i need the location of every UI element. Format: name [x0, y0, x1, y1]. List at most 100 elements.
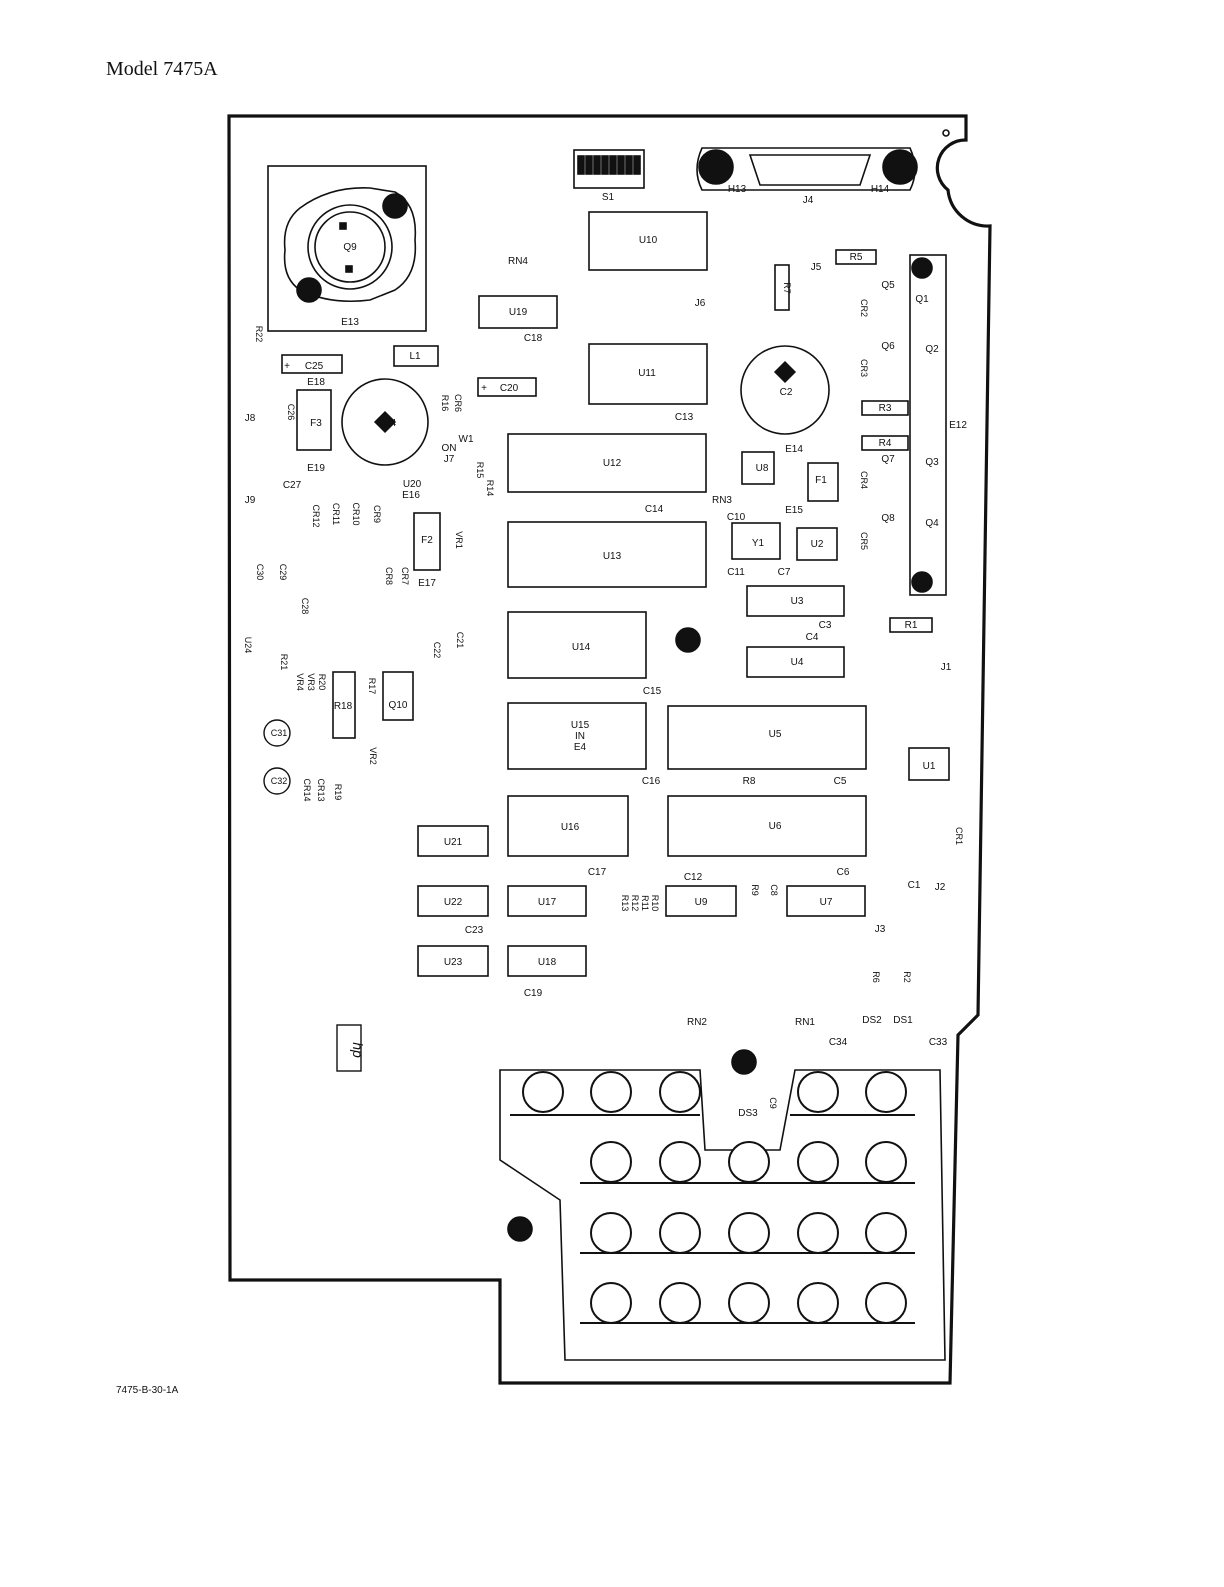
label-C10: C10	[727, 512, 746, 523]
label-R2: R2	[902, 971, 912, 983]
label-CR7: CR7	[400, 567, 410, 585]
label-H13: H13	[728, 184, 747, 195]
label-R9: R9	[750, 884, 760, 896]
label-U15: U15	[571, 720, 590, 731]
label-U4: U4	[791, 657, 804, 668]
label-C33: C33	[929, 1037, 948, 1048]
hp-logo: hp	[336, 1024, 366, 1072]
label-U20: U20	[403, 479, 422, 490]
label-J9: J9	[245, 495, 256, 506]
label-CR2: CR2	[859, 299, 869, 317]
label-H14: H14	[871, 184, 890, 195]
label-E16: E16	[402, 490, 420, 501]
label-J3: J3	[875, 924, 886, 935]
label-DS1: DS1	[893, 1015, 913, 1026]
label-RN2: RN2	[687, 1017, 707, 1028]
label-R7: R7	[782, 282, 792, 294]
label-E13: E13	[341, 317, 359, 328]
label-C16: C16	[642, 776, 661, 787]
label-U22: U22	[444, 897, 463, 908]
label-CR10: CR10	[351, 502, 361, 525]
label-U5: U5	[769, 729, 782, 740]
label-R12: R12	[630, 895, 640, 912]
label-C1: C1	[908, 880, 921, 891]
label-J5: J5	[811, 262, 822, 273]
label-E18: E18	[307, 377, 325, 388]
label-C27: C27	[283, 480, 302, 491]
label-C30: C30	[255, 564, 265, 581]
label-CR3: CR3	[859, 359, 869, 377]
label-C24: C24	[378, 418, 397, 429]
label-CR11: CR11	[331, 503, 341, 525]
label-C23: C23	[465, 925, 484, 936]
label-C13: C13	[675, 412, 694, 423]
label-Q6: Q6	[881, 341, 895, 352]
label-CR14: CR14	[302, 778, 312, 801]
label-F1: F1	[815, 475, 827, 486]
label-R1: R1	[905, 620, 918, 631]
label-E19: E19	[307, 463, 325, 474]
label-Q8: Q8	[881, 513, 895, 524]
label-W1: W1	[459, 434, 474, 445]
label-J1: J1	[941, 662, 952, 673]
label-C12: C12	[684, 872, 703, 883]
label-E14: E14	[785, 444, 803, 455]
label-C25: C25	[305, 361, 324, 372]
label-Q4: Q4	[925, 518, 939, 529]
label-U12: U12	[603, 458, 622, 469]
label-C22: C22	[432, 642, 442, 659]
label-CR9: CR9	[372, 505, 382, 523]
label-U15-in: IN	[575, 731, 585, 742]
label-DS3: DS3	[738, 1108, 758, 1119]
label-R22: R22	[254, 326, 264, 343]
label-Q7: Q7	[881, 454, 895, 465]
label-R17: R17	[367, 678, 377, 695]
label-R19: R19	[333, 784, 343, 801]
label-CR13: CR13	[316, 778, 326, 801]
label-C20: C20	[500, 383, 519, 394]
mounting-hole	[942, 129, 950, 137]
label-U15-e4: E4	[574, 742, 587, 753]
label-C34: C34	[829, 1037, 848, 1048]
svg-text:hp: hp	[350, 1042, 366, 1058]
label-U8: U8	[756, 463, 769, 474]
label-C18: C18	[524, 333, 543, 344]
label-C29: C29	[278, 564, 288, 581]
page-title: Model 7475A	[106, 58, 218, 80]
label-S1: S1	[602, 192, 615, 203]
label-R4: R4	[879, 438, 892, 449]
label-U17: U17	[538, 897, 557, 908]
label-U3: U3	[791, 596, 804, 607]
label-ON: ON	[442, 443, 457, 454]
label-CR12: CR12	[311, 504, 321, 527]
label-U24: U24	[243, 637, 253, 654]
label-J8: J8	[245, 413, 256, 424]
label-R15: R15	[475, 462, 485, 479]
label-U16: U16	[561, 822, 580, 833]
label-U11: U11	[638, 368, 656, 379]
label-CR8: CR8	[384, 567, 394, 585]
label-C19: C19	[524, 988, 543, 999]
label-Y1: Y1	[752, 538, 765, 549]
label-C2: C2	[780, 387, 793, 398]
label-R13: R13	[620, 895, 630, 912]
label-C32: C32	[271, 776, 288, 786]
label-C4: C4	[806, 632, 819, 643]
label-C7: C7	[778, 567, 791, 578]
label-C28: C28	[300, 598, 310, 615]
label-R10: R10	[650, 895, 660, 912]
label-C14: C14	[645, 504, 664, 515]
label-J2: J2	[935, 882, 946, 893]
label-CR4: CR4	[859, 471, 869, 489]
label-U2: U2	[811, 539, 824, 550]
label-R11: R11	[640, 895, 650, 911]
label-R18: R18	[334, 701, 353, 712]
label-U23: U23	[444, 957, 463, 968]
label-U9: U9	[695, 897, 708, 908]
label-R5: R5	[850, 252, 863, 263]
label-RN4: RN4	[508, 256, 528, 267]
label-Q1: Q1	[915, 294, 929, 305]
label-C26: C26	[286, 404, 296, 421]
label-U19: U19	[509, 307, 528, 318]
label-DS2: DS2	[862, 1015, 882, 1026]
